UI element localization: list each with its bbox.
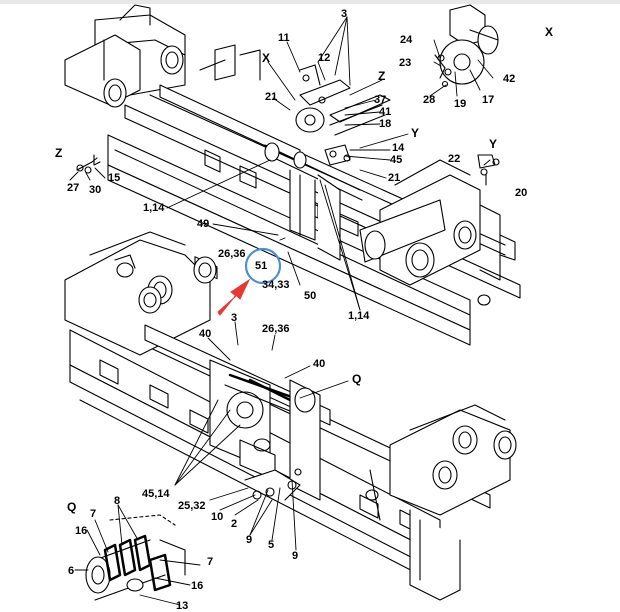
callout-45: 45 bbox=[390, 154, 403, 166]
callout-34-33: 34,33 bbox=[262, 279, 290, 291]
lower-frame bbox=[64, 231, 517, 601]
callout-42: 42 bbox=[503, 73, 516, 85]
callout-49: 49 bbox=[197, 218, 210, 230]
callout-15: 15 bbox=[108, 172, 121, 184]
view-marker-z-mid: Z bbox=[378, 69, 386, 83]
callout-16-b: 16 bbox=[191, 580, 204, 592]
callout-27: 27 bbox=[67, 182, 80, 194]
window-top-strip bbox=[0, 0, 620, 4]
callout-21-b: 21 bbox=[388, 172, 401, 184]
callout-6: 6 bbox=[68, 565, 75, 577]
callout-26-36-a: 26,36 bbox=[218, 248, 246, 260]
callout-16-a: 16 bbox=[75, 525, 88, 537]
callout-20: 20 bbox=[515, 187, 528, 199]
view-marker-x-mid: X bbox=[262, 51, 271, 65]
view-marker-z-left: Z bbox=[55, 146, 63, 160]
callout-13: 13 bbox=[176, 600, 189, 612]
detail-y bbox=[477, 154, 500, 186]
callout-45-14: 45,14 bbox=[142, 488, 170, 500]
callout-25-32: 25,32 bbox=[178, 500, 206, 512]
callout-50: 50 bbox=[304, 290, 317, 302]
view-marker-x-right: X bbox=[545, 25, 554, 39]
callout-40-a: 40 bbox=[199, 328, 212, 340]
callout-21-a: 21 bbox=[265, 91, 278, 103]
view-marker-y-right: Y bbox=[489, 137, 498, 151]
leader-lines bbox=[69, 16, 494, 606]
red-pointer-arrow bbox=[217, 278, 251, 316]
callout-30: 30 bbox=[89, 184, 102, 196]
callout-12: 12 bbox=[318, 52, 331, 64]
detail-z bbox=[76, 154, 101, 174]
callout-22: 22 bbox=[448, 153, 461, 165]
callout-28: 28 bbox=[423, 94, 436, 106]
callout-51-highlighted: 51 bbox=[255, 260, 268, 272]
callout-14: 14 bbox=[392, 142, 405, 154]
callout-26-36-b: 26,36 bbox=[262, 323, 290, 335]
highlight-overlay bbox=[217, 247, 282, 316]
detail-q bbox=[80, 514, 200, 610]
callout-1-14-a: 1,14 bbox=[143, 202, 165, 214]
callout-18: 18 bbox=[379, 118, 392, 130]
callout-10: 10 bbox=[211, 511, 224, 523]
callout-9-a: 9 bbox=[246, 534, 253, 546]
view-marker-q-mid: Q bbox=[352, 372, 362, 386]
callout-23: 23 bbox=[399, 57, 412, 69]
callout-3-mid: 3 bbox=[231, 312, 238, 324]
callout-41: 41 bbox=[379, 106, 392, 118]
view-marker-q-left: Q bbox=[67, 500, 77, 514]
callout-7-a: 7 bbox=[90, 508, 97, 520]
callout-9-b: 9 bbox=[292, 550, 299, 562]
callout-17: 17 bbox=[482, 94, 495, 106]
callout-1-14-b: 1,14 bbox=[348, 310, 370, 322]
callout-7-b: 7 bbox=[207, 556, 214, 568]
callout-24: 24 bbox=[400, 34, 413, 46]
callout-8: 8 bbox=[114, 495, 121, 507]
callout-11: 11 bbox=[278, 32, 290, 44]
view-marker-y-mid: Y bbox=[411, 126, 420, 140]
callout-5: 5 bbox=[268, 539, 275, 551]
detail-x bbox=[434, 4, 499, 88]
callout-3-top: 3 bbox=[341, 8, 348, 20]
highlight-circle bbox=[244, 247, 282, 285]
callout-40-b: 40 bbox=[313, 358, 326, 370]
callout-37: 37 bbox=[374, 94, 387, 106]
callout-19: 19 bbox=[454, 98, 467, 110]
callout-2: 2 bbox=[231, 518, 238, 530]
